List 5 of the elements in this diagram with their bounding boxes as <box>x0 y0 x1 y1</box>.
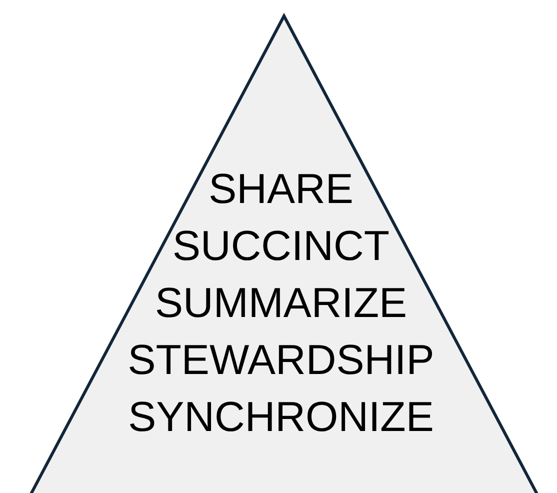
word-label: SYNCHRONIZE <box>128 392 434 442</box>
word-label: SHARE <box>208 164 354 214</box>
word-label: SUMMARIZE <box>155 278 407 328</box>
word-label: SUCCINCT <box>172 221 390 271</box>
word-label: STEWARDSHIP <box>128 335 434 385</box>
